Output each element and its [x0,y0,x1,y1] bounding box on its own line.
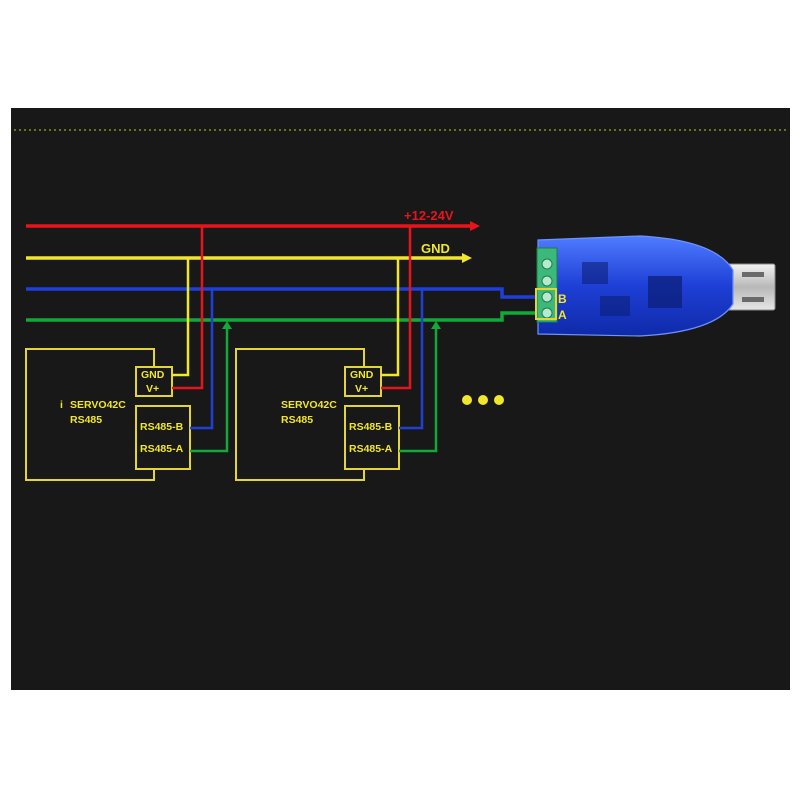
device-name: SERVO42C [281,399,337,411]
device-protocol: RS485 [70,414,102,426]
pin-label-vplus: V+ [355,383,368,395]
terminal-screw [541,307,553,319]
gnd-drop-wire [381,258,400,377]
pin-label-vplus: V+ [146,383,159,395]
servo-module-outline [25,348,155,481]
servo-module-1: GND V+ RS485-B RS485-A i SERVO42C RS485 [25,226,232,481]
pin-label-gnd: GND [141,369,165,381]
rs485-connector-box [135,405,191,470]
converter-chip [600,296,630,316]
device-name-prefix: i [60,399,63,411]
usb-plug-window [742,272,764,277]
vplus-drop-wire [381,226,412,390]
power-rail-label: +12-24V [404,208,454,223]
terminal-highlight-box [535,288,557,320]
device-protocol: RS485 [281,414,313,426]
converter-pin-a: A [558,308,567,322]
converter-chip [582,262,608,284]
b-rail [26,287,540,299]
power-connector-box [344,366,382,397]
pin-label-rs485-a: RS485-A [349,443,393,455]
gnd-rail-label: GND [421,241,450,256]
device-name: SERVO42C [70,399,126,411]
pin-label-gnd: GND [350,369,374,381]
usb-plug-window [742,297,764,302]
terminal-screw [541,258,553,270]
servo-module-2: GND V+ RS485-B RS485-A SERVO42C RS485 [235,226,441,481]
gnd-drop-wire [172,258,190,377]
ellipsis-dots-icon [462,395,504,405]
converter-chip [648,276,682,308]
rs485-b-drop-wire [399,289,424,430]
terminal-screw [541,275,553,287]
rs485-connector-box [344,405,400,470]
rs485-a-drop-wire [190,326,229,453]
pin-label-rs485-b: RS485-B [140,421,184,433]
usb-plug [726,263,776,311]
rs485-a-arrow [222,321,232,329]
gnd-rail-arrow [462,253,472,263]
rs485-a-drop-wire [399,326,438,453]
pin-label-rs485-b: RS485-B [349,421,393,433]
power-rail-arrow [470,221,480,231]
diagram-background [11,108,790,690]
pin-label-rs485-a: RS485-A [140,443,184,455]
converter-pin-b: B [558,292,567,306]
servo-module-outline [235,348,365,481]
rs485-b-drop-wire [190,289,214,430]
terminal-screw [541,291,553,303]
a-rail [26,311,540,322]
converter-body [537,235,734,337]
vplus-drop-wire [172,226,204,390]
power-connector-box [135,366,173,397]
rs485-a-arrow [431,321,441,329]
usb-rs485-converter: B A [535,235,776,337]
